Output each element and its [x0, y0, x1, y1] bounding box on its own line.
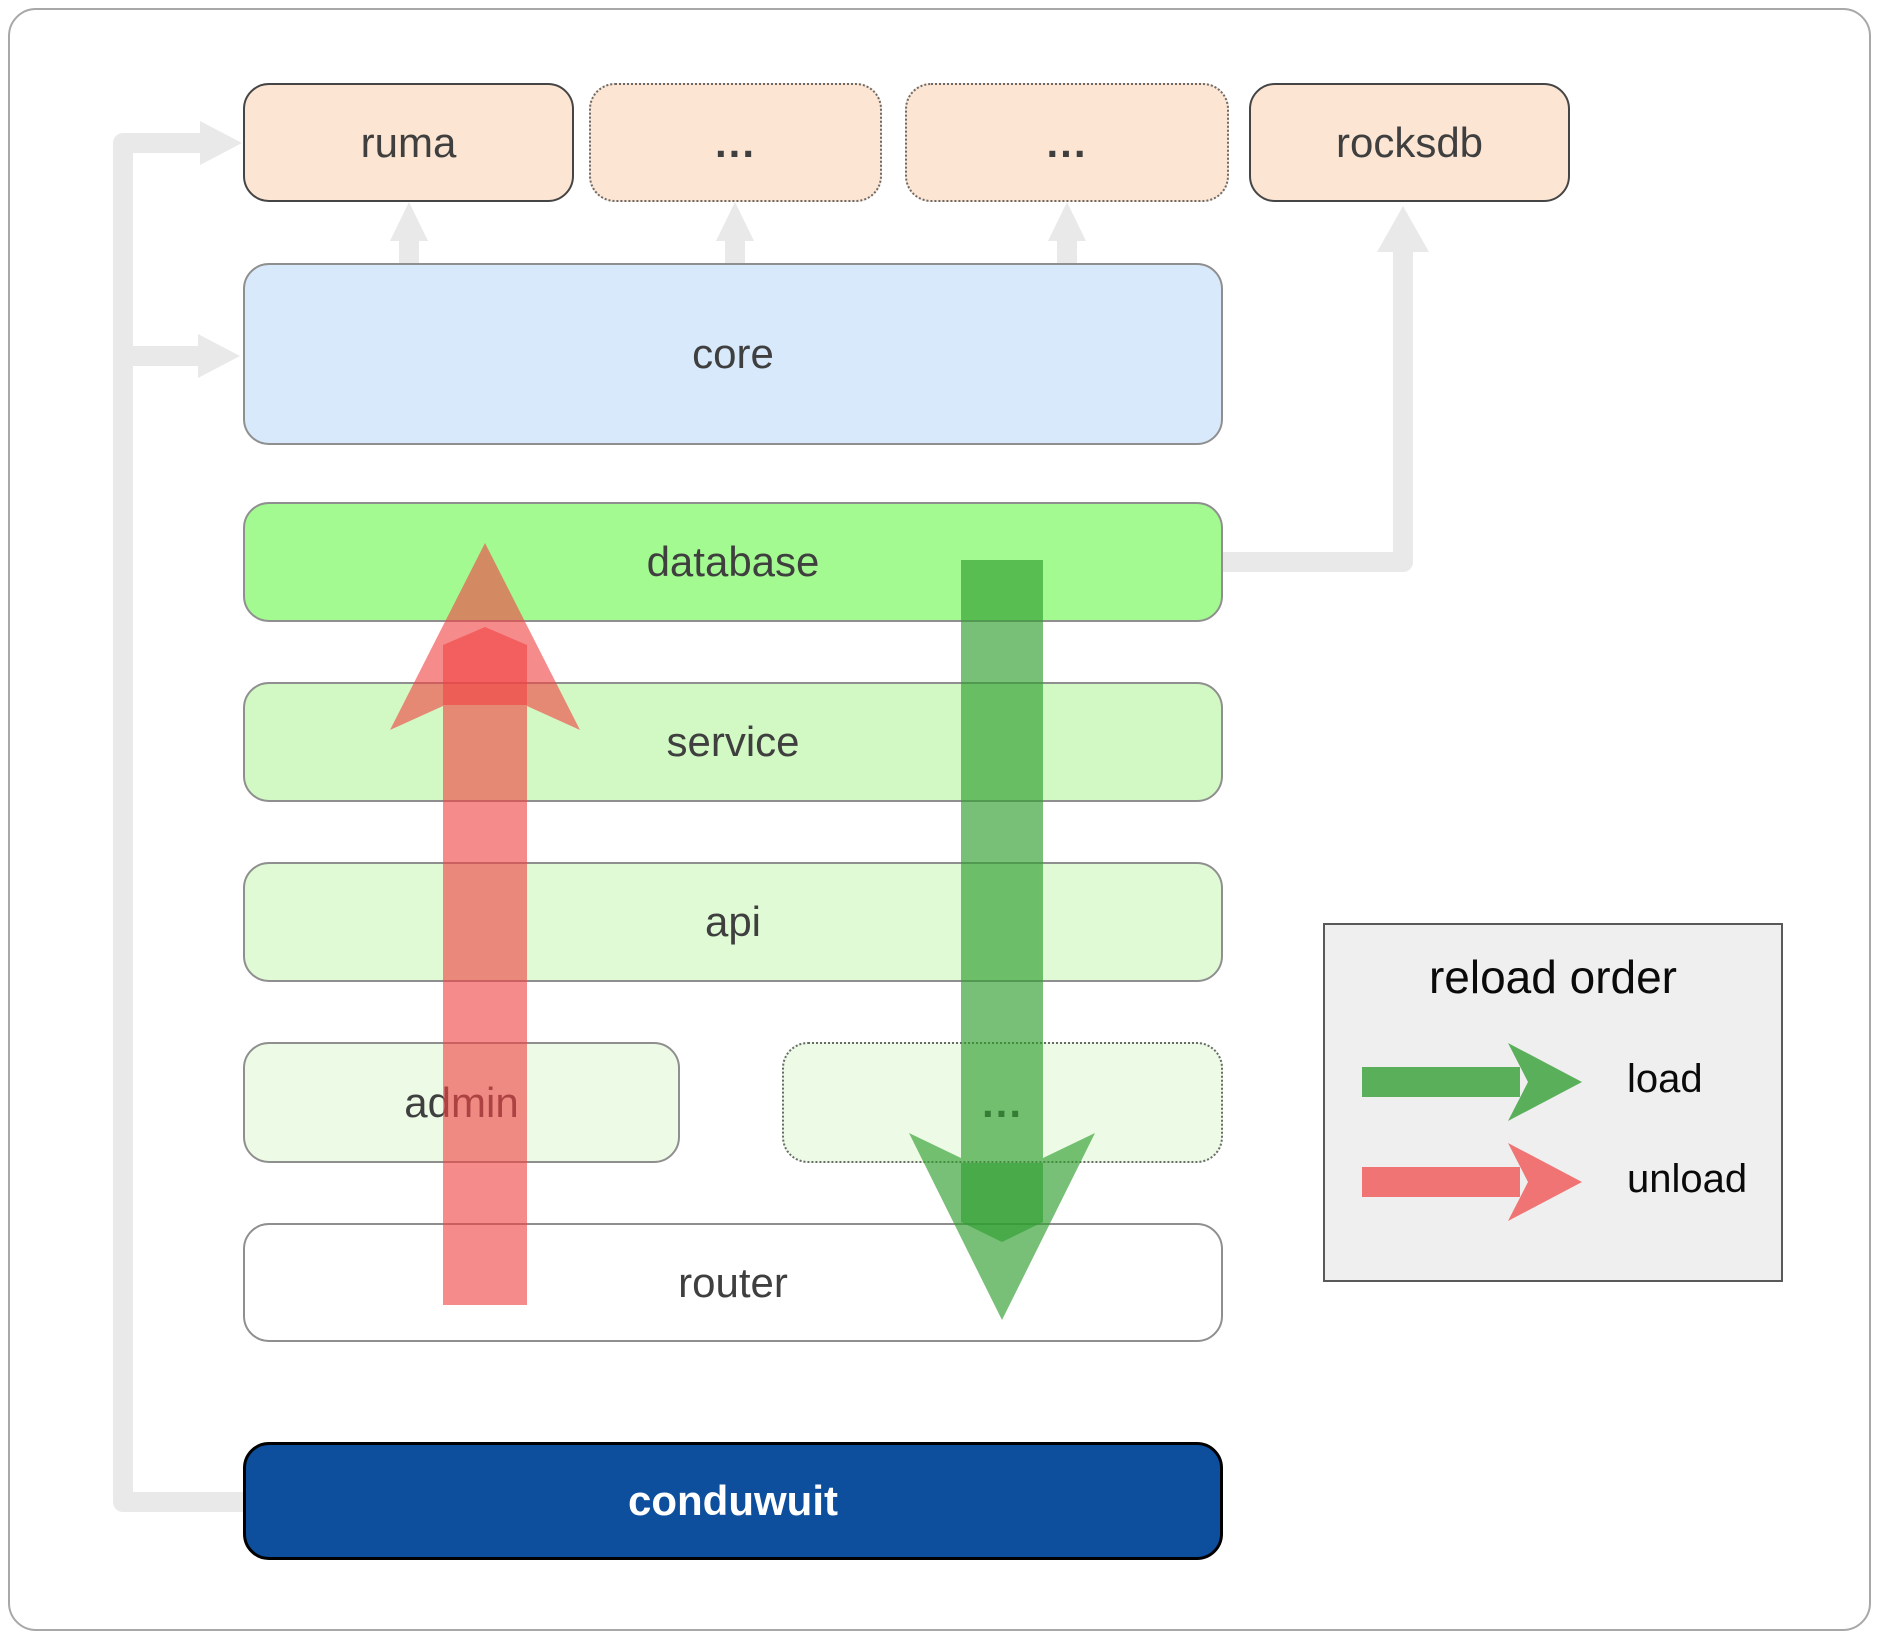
box-rocksdb-label: rocksdb — [1335, 118, 1484, 166]
box-api: api — [243, 862, 1223, 982]
box-ruma: ruma — [243, 83, 574, 202]
box-rocksdb: rocksdb — [1249, 83, 1570, 202]
box-database: database — [243, 502, 1223, 622]
box-router-label: router — [678, 1258, 788, 1306]
box-core: core — [243, 263, 1223, 445]
legend-unload-label: unload — [1627, 1157, 1748, 1201]
box-router: router — [243, 1223, 1223, 1342]
box-admin-label: admin — [404, 1078, 519, 1126]
box-conduwuit-label: conduwuit — [628, 1477, 838, 1524]
box-api-label: api — [704, 898, 762, 945]
box-ruma-label: ruma — [360, 118, 457, 166]
box-admin: admin — [243, 1042, 680, 1163]
box-top-dots-2: ... — [905, 83, 1229, 202]
box-conduwuit: conduwuit — [243, 1442, 1223, 1560]
box-service-label: service — [666, 718, 800, 765]
box-core-label: core — [692, 330, 774, 377]
box-admin-dots-label: ... — [981, 1078, 1023, 1126]
box-top-dots-2-label: ... — [1046, 118, 1088, 166]
box-top-dots-1: ... — [589, 83, 882, 202]
box-admin-dots: ... — [782, 1042, 1223, 1163]
legend-title: reload order — [1428, 951, 1678, 1003]
page-border — [8, 8, 1871, 1631]
box-database-label: database — [646, 538, 820, 585]
box-top-dots-1-label: ... — [714, 118, 756, 166]
legend-load-label: load — [1627, 1057, 1703, 1101]
box-service: service — [243, 682, 1223, 802]
